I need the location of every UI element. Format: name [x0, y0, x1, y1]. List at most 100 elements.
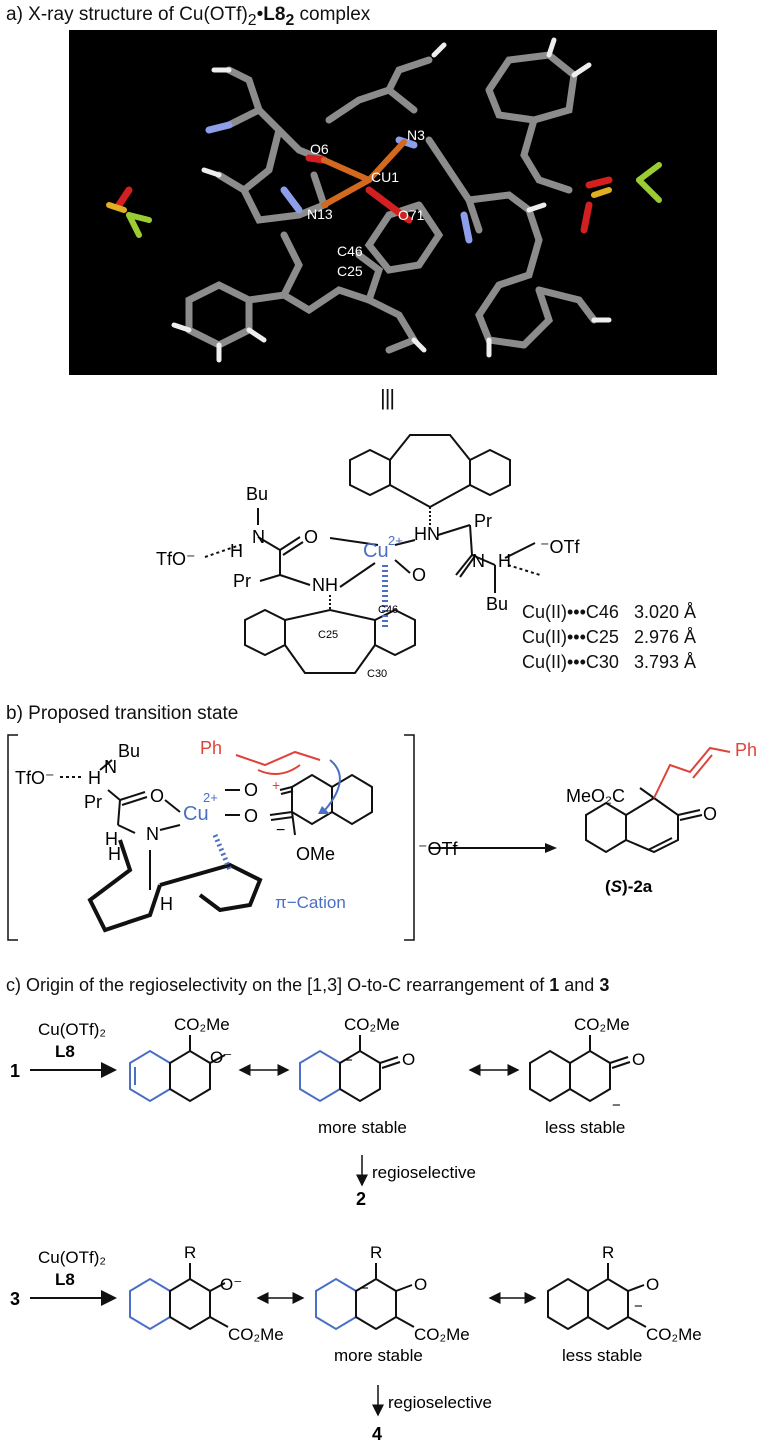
section-b-title: b) Proposed transition state: [6, 703, 239, 724]
distance-value: 3.020 Å: [633, 602, 697, 622]
r1-s1-o: O⁻: [210, 1048, 232, 1067]
r1-less-stable: less stable: [545, 1118, 625, 1137]
product-meo2c: MeO₂C: [566, 786, 625, 806]
label-tfo-left: TfO⁻: [156, 549, 196, 569]
distance-row-c25: Cu(II)•••C25 2.976 Å: [522, 627, 696, 648]
r1-s3-co2me: CO₂Me: [574, 1015, 630, 1034]
label-h-left: H: [230, 541, 243, 561]
label-pr-right: Pr: [474, 511, 492, 531]
ts-o3: O: [244, 806, 258, 826]
regioselectivity-scheme: Cu(OTf)₂ L8 1 CO₂Me O⁻ CO₂Me O − CO₂Me O…: [10, 1015, 702, 1444]
r2-s1-co2me: CO₂Me: [228, 1325, 284, 1344]
ts-h4: H: [160, 894, 173, 914]
ts-tfo: TfO⁻: [15, 768, 55, 788]
ts-otf: ⁻OTf: [418, 839, 458, 859]
title-c-3: 3: [599, 975, 610, 995]
label-h-right: H: [498, 551, 511, 571]
atom-label-c46: C46: [337, 243, 363, 259]
label-cu-charge: 2+: [388, 533, 403, 548]
r2-reagent2: L8: [55, 1270, 75, 1289]
title-a-ligand-sub: 2: [285, 11, 295, 29]
r2-s3-minus: −: [634, 1298, 643, 1315]
ts-h: H: [88, 768, 101, 788]
ts-h2: H: [105, 829, 118, 849]
ts-plus: +: [272, 777, 280, 793]
product-ph: Ph: [735, 740, 757, 760]
r2-s2-co2me: CO₂Me: [414, 1325, 470, 1344]
r2-product: 4: [372, 1424, 382, 1444]
r2-regioselective: regioselective: [388, 1393, 492, 1412]
distance-value: 2.976 Å: [633, 627, 697, 647]
ts-ome: OMe: [296, 844, 335, 864]
distance-row-c46: Cu(II)•••C46 3.020 Å: [522, 602, 696, 623]
ts-pr: Pr: [84, 792, 102, 812]
title-a-suffix: complex: [294, 4, 371, 25]
ts-o2: O: [244, 780, 258, 800]
ts-ph: Ph: [200, 738, 222, 758]
label-c25: C25: [318, 629, 338, 641]
atom-label-c25: C25: [337, 263, 363, 279]
r1-reagent2: L8: [55, 1042, 75, 1061]
distance-row-c30: Cu(II)•••C30 3.793 Å: [522, 652, 696, 673]
label-o-right: O: [412, 565, 426, 585]
r1-reagent1: Cu(OTf)₂: [38, 1020, 106, 1039]
atom-label-n3: N3: [407, 127, 425, 143]
label-o-left: O: [304, 527, 318, 547]
ts-o1: O: [150, 786, 164, 806]
r1-product: 2: [356, 1189, 366, 1209]
atom-label-n13: N13: [307, 206, 333, 222]
ts-n2: N: [146, 824, 159, 844]
ts-cu: Cu: [183, 803, 209, 825]
label-c46: C46: [378, 604, 398, 616]
distance-value: 3.793 Å: [633, 652, 697, 672]
r2-s3-co2me: CO₂Me: [646, 1325, 702, 1344]
ligand-complex-structure: Bu TfO⁻ H N O Pr NH HN Pr Cu 2+ O N H ⁻O…: [156, 434, 580, 680]
ts-pi-cation: π−Cation: [275, 893, 346, 912]
distance-pair: Cu(II)•••C46: [522, 602, 619, 622]
transition-state-scheme: TfO⁻ H N Bu Pr O Cu 2+ H H N H O O OMe P…: [7, 734, 757, 941]
title-c-and: and: [559, 975, 600, 995]
r1-s3-o: O: [632, 1050, 645, 1069]
label-bu-right: Bu: [486, 594, 508, 614]
atom-label-o71: O71: [398, 207, 425, 223]
r1-regioselective: regioselective: [372, 1163, 476, 1182]
r2-less-stable: less stable: [562, 1346, 642, 1365]
atom-label-o6: O6: [310, 141, 329, 157]
r1-start: 1: [10, 1061, 20, 1081]
r2-more-stable: more stable: [334, 1346, 423, 1365]
ts-cu-charge: 2+: [203, 790, 218, 805]
title-c-prefix: c) Origin of the regioselectivity on the…: [6, 975, 550, 995]
r1-s2-co2me: CO₂Me: [344, 1015, 400, 1034]
product-label-s: S: [611, 877, 623, 896]
title-a-ligand: L8: [263, 4, 286, 25]
label-nh-left: NH: [312, 575, 338, 595]
r2-start: 3: [10, 1289, 20, 1309]
title-c-1: 1: [549, 975, 560, 995]
product-o: O: [703, 804, 717, 824]
r1-s3-minus: −: [612, 1097, 621, 1114]
section-a-title: a) X-ray structure of Cu(OTf)2•L82 compl…: [6, 4, 370, 30]
label-otf-right: ⁻OTf: [540, 537, 580, 557]
r1-more-stable: more stable: [318, 1118, 407, 1137]
label-bu-left: Bu: [246, 484, 268, 504]
label-n-left: N: [252, 527, 265, 547]
r1-s2-minus: −: [344, 1052, 353, 1069]
xray-structure-image: O6 N3 CU1 N13 O71 C46 C25: [69, 30, 717, 375]
label-pr-left: Pr: [233, 571, 251, 591]
r2-reagent1: Cu(OTf)₂: [38, 1248, 106, 1267]
ts-h3: H: [108, 844, 121, 864]
product-label-rest: -2a: [628, 877, 653, 896]
r2-s3-o: O: [646, 1275, 659, 1294]
r1-s1-co2me: CO₂Me: [174, 1015, 230, 1034]
equivalence-sign: |||: [380, 385, 395, 410]
ts-bu: Bu: [118, 741, 140, 761]
label-n-right: N: [472, 551, 485, 571]
distance-pair: Cu(II)•••C30: [522, 652, 619, 672]
r2-s2-o: O: [414, 1275, 427, 1294]
distance-pair: Cu(II)•••C25: [522, 627, 619, 647]
r2-s3-r: R: [602, 1243, 614, 1262]
title-a-dot: •: [256, 4, 264, 25]
title-a-prefix: a) X-ray structure of Cu(OTf): [6, 4, 248, 25]
label-cu: Cu: [363, 540, 389, 562]
label-c30: C30: [367, 668, 387, 680]
